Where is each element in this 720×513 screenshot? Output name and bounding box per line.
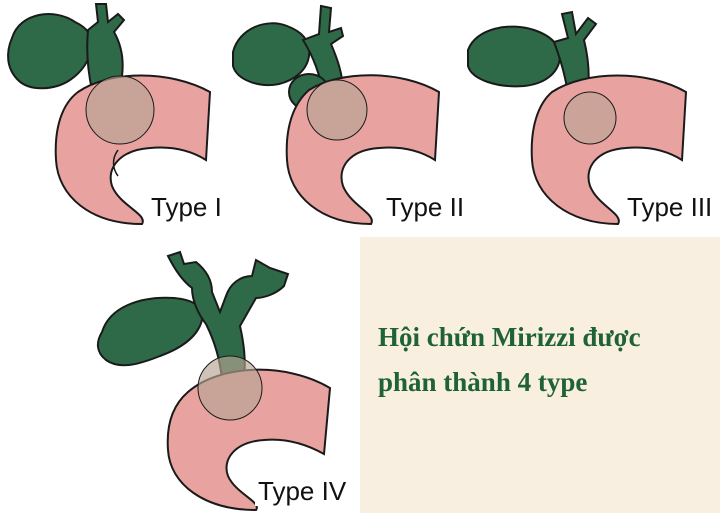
- type-3-panel: Type III: [460, 0, 720, 235]
- type-1-panel: Type I: [0, 0, 240, 235]
- type-2-panel: Type II: [225, 0, 468, 235]
- caption-text: Hội chứn Mirizzi được phân thành 4 type: [378, 315, 708, 405]
- type-2-illustration: [232, 4, 441, 226]
- bile-duct: [166, 250, 290, 441]
- caption-line-2: phân thành 4 type: [378, 367, 588, 397]
- duodenum-lumen: [112, 149, 119, 177]
- gallbladder: [7, 13, 94, 90]
- type-3-label: Type III: [624, 192, 716, 222]
- overlap-zone: [85, 75, 155, 145]
- gallbladder: [467, 25, 562, 88]
- caption-box: Hội chứn Mirizzi được phân thành 4 type: [360, 237, 720, 513]
- type-1-illustration: [7, 3, 212, 226]
- type-4-panel: Type IV: [80, 240, 380, 513]
- caption-line-1: Hội chứn Mirizzi được: [378, 322, 641, 352]
- type-3-illustration: [467, 10, 688, 226]
- type-2-label: Type II: [383, 192, 468, 222]
- overlap-zone: [306, 79, 368, 141]
- overlap-zone: [563, 91, 617, 145]
- type-1-label: Type I: [148, 192, 225, 222]
- gallbladder: [232, 22, 311, 86]
- type-4-illustration: [96, 250, 332, 512]
- type-4-label: Type IV: [255, 476, 350, 506]
- overlap-zone: [197, 355, 263, 421]
- gallbladder: [96, 296, 204, 367]
